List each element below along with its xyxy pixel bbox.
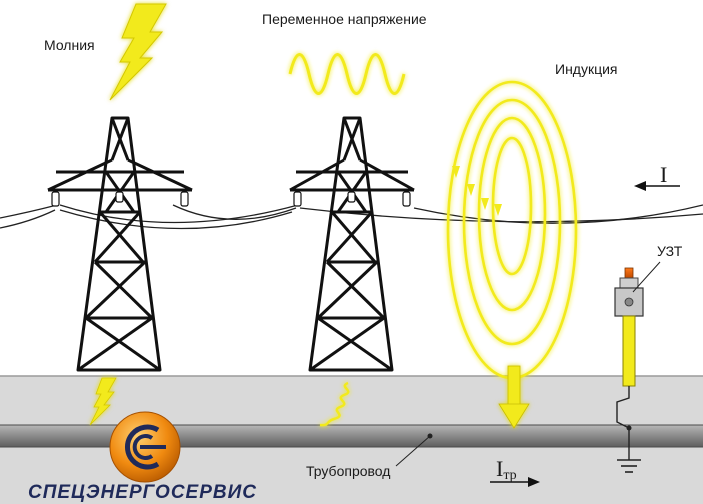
lightning-bolt-icon: [109, 3, 167, 101]
ground-lightning-icon: [89, 377, 117, 426]
pipe-current-label: Iтр: [496, 456, 517, 483]
ground-symbol-icon: [617, 459, 641, 473]
pipe-current-arrow: [490, 477, 540, 487]
uzt-label: УЗТ: [657, 243, 683, 259]
insulators-1: [51, 191, 189, 207]
pipeline-leader-line: [395, 435, 431, 467]
transmission-tower-1: [47, 116, 193, 372]
ground-ac-coil-icon: [319, 381, 350, 427]
induction-label: Индукция: [555, 61, 618, 77]
induced-current-arrow-icon: [498, 365, 530, 429]
pipeline: [0, 425, 703, 447]
lightning-label: Молния: [44, 37, 95, 53]
company-logo: СПЕЦЭНЕРГОСЕРВИС: [28, 411, 257, 503]
ac-voltage-label: Переменное напряжение: [262, 11, 427, 27]
uzt-leader-line: [632, 261, 661, 293]
transmission-tower-2: [289, 116, 415, 372]
logo-text: СПЕЦЭНЕРГОСЕРВИС: [28, 482, 257, 503]
pipeline-label: Трубопровод: [306, 463, 390, 479]
induction-arrows-icon: [452, 166, 502, 216]
ac-voltage-wave-icon: [288, 53, 406, 95]
line-current-label: I: [660, 162, 667, 187]
power-lines: [0, 204, 703, 230]
insulators-2: [293, 191, 411, 207]
induction-field: [446, 80, 578, 380]
line-current-arrow: [634, 181, 680, 191]
uzt-device: [614, 267, 644, 460]
